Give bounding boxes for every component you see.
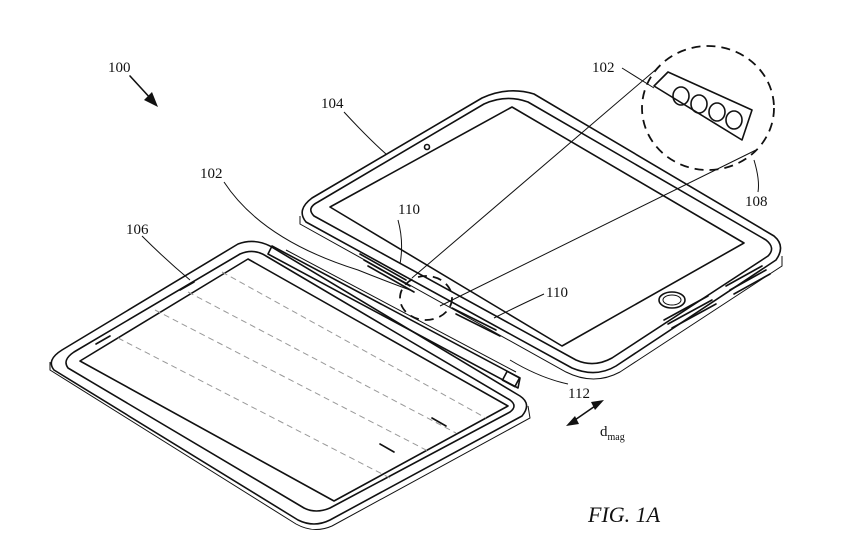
dmag-base: d <box>600 424 608 440</box>
label-dmag: dmag <box>600 424 625 443</box>
magnet-housing <box>653 71 753 141</box>
home-button-icon <box>658 291 686 309</box>
cover-frame-segments <box>95 281 447 453</box>
magnified-inset <box>411 45 775 307</box>
cover-edge-thickness <box>49 362 531 530</box>
cover-panel <box>79 258 509 502</box>
cover-outer-edge <box>50 240 528 525</box>
label-102-top: 102 <box>592 60 615 76</box>
cover-inner-rim <box>65 250 515 512</box>
attachment-features <box>359 253 501 337</box>
tablet-device <box>299 90 783 380</box>
inset-circle <box>641 45 775 171</box>
tablet-bezel <box>310 97 773 365</box>
label-110-right: 110 <box>546 285 568 301</box>
distance-arrow <box>566 400 604 426</box>
tablet-outer-edge <box>301 90 782 374</box>
leader-lines <box>141 67 759 385</box>
reference-arrow <box>129 75 158 107</box>
label-110-top: 110 <box>398 202 420 218</box>
dmag-subscript: mag <box>608 432 625 443</box>
label-112: 112 <box>568 386 590 402</box>
tablet-edge-thickness <box>299 216 783 380</box>
inset-projection-line-1 <box>411 65 661 279</box>
tablet-speaker-grille <box>663 265 771 329</box>
label-108: 108 <box>745 194 768 210</box>
label-106: 106 <box>126 222 149 238</box>
inset-projection-line-2 <box>439 149 757 307</box>
cover-hinge <box>267 245 521 389</box>
figure-caption: FIG. 1A <box>587 502 661 527</box>
cover-fold-lines <box>117 271 487 479</box>
magnet-elements <box>672 86 743 130</box>
label-100: 100 <box>108 60 131 76</box>
camera-icon <box>423 143 431 151</box>
label-104: 104 <box>321 96 344 112</box>
tablet-screen <box>329 106 745 347</box>
label-102-left: 102 <box>200 166 223 182</box>
smart-cover <box>49 240 531 530</box>
detail-circle-small <box>399 275 453 321</box>
